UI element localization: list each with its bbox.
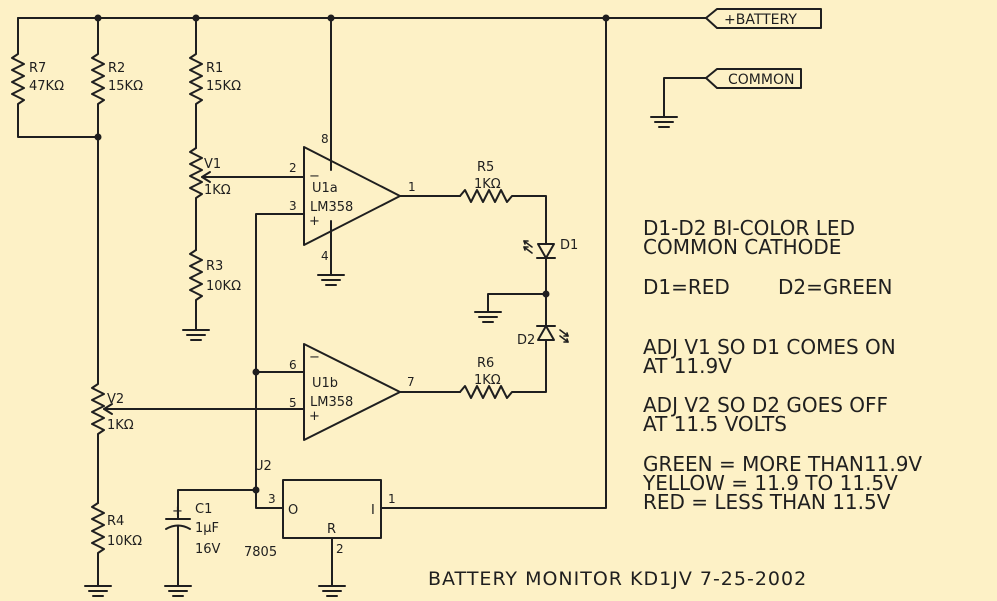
note-line: D1=RED	[643, 275, 730, 299]
note-line: GREEN = MORE THAN11.9V	[643, 452, 922, 476]
c1-polarity: +	[172, 504, 183, 519]
resistor-r2: R2 15KΩ	[91, 17, 143, 141]
c1-ref: C1	[195, 502, 212, 517]
u1b-noninv-sign: +	[309, 409, 320, 424]
r6-value: 1KΩ	[474, 373, 501, 388]
v1-ref: V1	[204, 157, 221, 172]
v1-value: 1KΩ	[204, 183, 231, 198]
battery-net-label: +BATTERY	[705, 8, 822, 29]
u1a-pin-noninv: 3	[289, 199, 297, 213]
r4-ref: R4	[107, 514, 124, 529]
ground-icon	[317, 274, 345, 286]
r3-ref: R3	[206, 259, 223, 274]
u2-in-label: I	[371, 503, 375, 518]
note-line: D1-D2 BI-COLOR LED	[643, 216, 855, 240]
resistor-r7: R7 47KΩ	[11, 17, 99, 138]
c1-value: 1µF	[195, 521, 219, 536]
u1a-pin-gnd: 4	[321, 249, 329, 263]
note-line: AT 11.5 VOLTS	[643, 412, 787, 436]
potentiometer-v2: V2 1KΩ	[91, 136, 305, 504]
common-net-label: COMMON	[650, 68, 802, 128]
r5-ref: R5	[477, 160, 494, 175]
u2-pin-in: 1	[388, 492, 396, 506]
u1a-pin-vcc: 8	[321, 132, 329, 146]
r2-ref: R2	[108, 61, 125, 76]
regulator-u2: U2 7805 3 1 2 O I R	[244, 17, 607, 597]
r6-ref: R6	[477, 356, 494, 371]
led-d1: D1	[523, 238, 578, 295]
u2-pin-out: 3	[268, 492, 276, 506]
r1-ref: R1	[206, 61, 223, 76]
u1a-noninv-sign: +	[309, 214, 320, 229]
u1b-pin-out: 7	[407, 375, 415, 389]
d2-ref: D2	[517, 333, 535, 348]
potentiometer-v1: V1 1KΩ	[189, 147, 305, 251]
u2-part: 7805	[244, 545, 277, 560]
note-line: YELLOW = 11.9 TO 11.5V	[642, 471, 898, 495]
ground-icon	[318, 585, 346, 597]
common-net-text: COMMON	[728, 72, 794, 88]
u1b-pin-inv: 6	[289, 358, 297, 372]
r7-ref: R7	[29, 61, 46, 76]
u1a-pin-inv: 2	[289, 161, 297, 175]
v2-ref: V2	[107, 392, 124, 407]
led-d2: D2	[517, 293, 569, 348]
r2-value: 15KΩ	[108, 79, 143, 94]
ground-icon	[182, 329, 210, 341]
u2-gnd-label: R	[327, 522, 336, 537]
ground-icon	[650, 116, 678, 128]
note-line: ADJ V2 SO D2 GOES OFF	[643, 393, 888, 417]
opamp-u1a: 2 3 1 8 4 − + U1a LM358	[255, 17, 461, 491]
r1-value: 15KΩ	[206, 79, 241, 94]
battery-net-text: +BATTERY	[724, 12, 797, 28]
note-line: ADJ V1 SO D1 COMES ON	[643, 335, 896, 359]
note-line: COMMON CATHODE	[643, 235, 841, 259]
resistor-r3: R3 10KΩ	[182, 249, 241, 341]
resistor-r4: R4 10KΩ	[84, 502, 142, 597]
u1b-inv-sign: −	[309, 350, 320, 365]
note-line: AT 11.9V	[643, 354, 732, 378]
u1b-pin-noninv: 5	[289, 396, 297, 410]
r5-value: 1KΩ	[474, 177, 501, 192]
note-line: D2=GREEN	[778, 275, 893, 299]
r3-value: 10KΩ	[206, 279, 241, 294]
r4-value: 10KΩ	[107, 534, 142, 549]
battery-rail	[17, 14, 707, 22]
r7-value: 47KΩ	[29, 79, 64, 94]
d1-ref: D1	[560, 238, 578, 253]
u1b-ref: U1b	[312, 376, 338, 391]
v2-value: 1KΩ	[107, 418, 134, 433]
schematic-title: BATTERY MONITOR KD1JV 7-25-2002	[428, 568, 807, 590]
u2-out-label: O	[288, 503, 298, 518]
resistor-r6: R6 1KΩ	[459, 343, 547, 399]
u1a-inv-sign: −	[309, 169, 320, 184]
opamp-u1b: 6 5 7 − + U1b LM358	[252, 343, 461, 441]
ground-icon	[84, 585, 112, 597]
capacitor-c1: + C1 1µF 16V	[164, 489, 257, 597]
resistor-r1: R1 15KΩ	[189, 17, 241, 149]
notes: D1-D2 BI-COLOR LED COMMON CATHODE D1=RED…	[642, 216, 922, 514]
u1b-part: LM358	[310, 395, 353, 410]
u2-pin-gnd: 2	[336, 542, 344, 556]
ground-icon	[164, 585, 192, 597]
u2-ref: U2	[254, 459, 272, 474]
u1a-ref: U1a	[312, 181, 338, 196]
ground-icon	[474, 311, 502, 323]
note-line: RED = LESS THAN 11.5V	[643, 490, 891, 514]
u1a-part: LM358	[310, 200, 353, 215]
resistor-r5: R5 1KΩ	[459, 160, 547, 245]
u1a-pin-out: 1	[408, 180, 416, 194]
c1-voltage: 16V	[195, 542, 221, 557]
led-common-cathode-ground	[474, 293, 547, 323]
